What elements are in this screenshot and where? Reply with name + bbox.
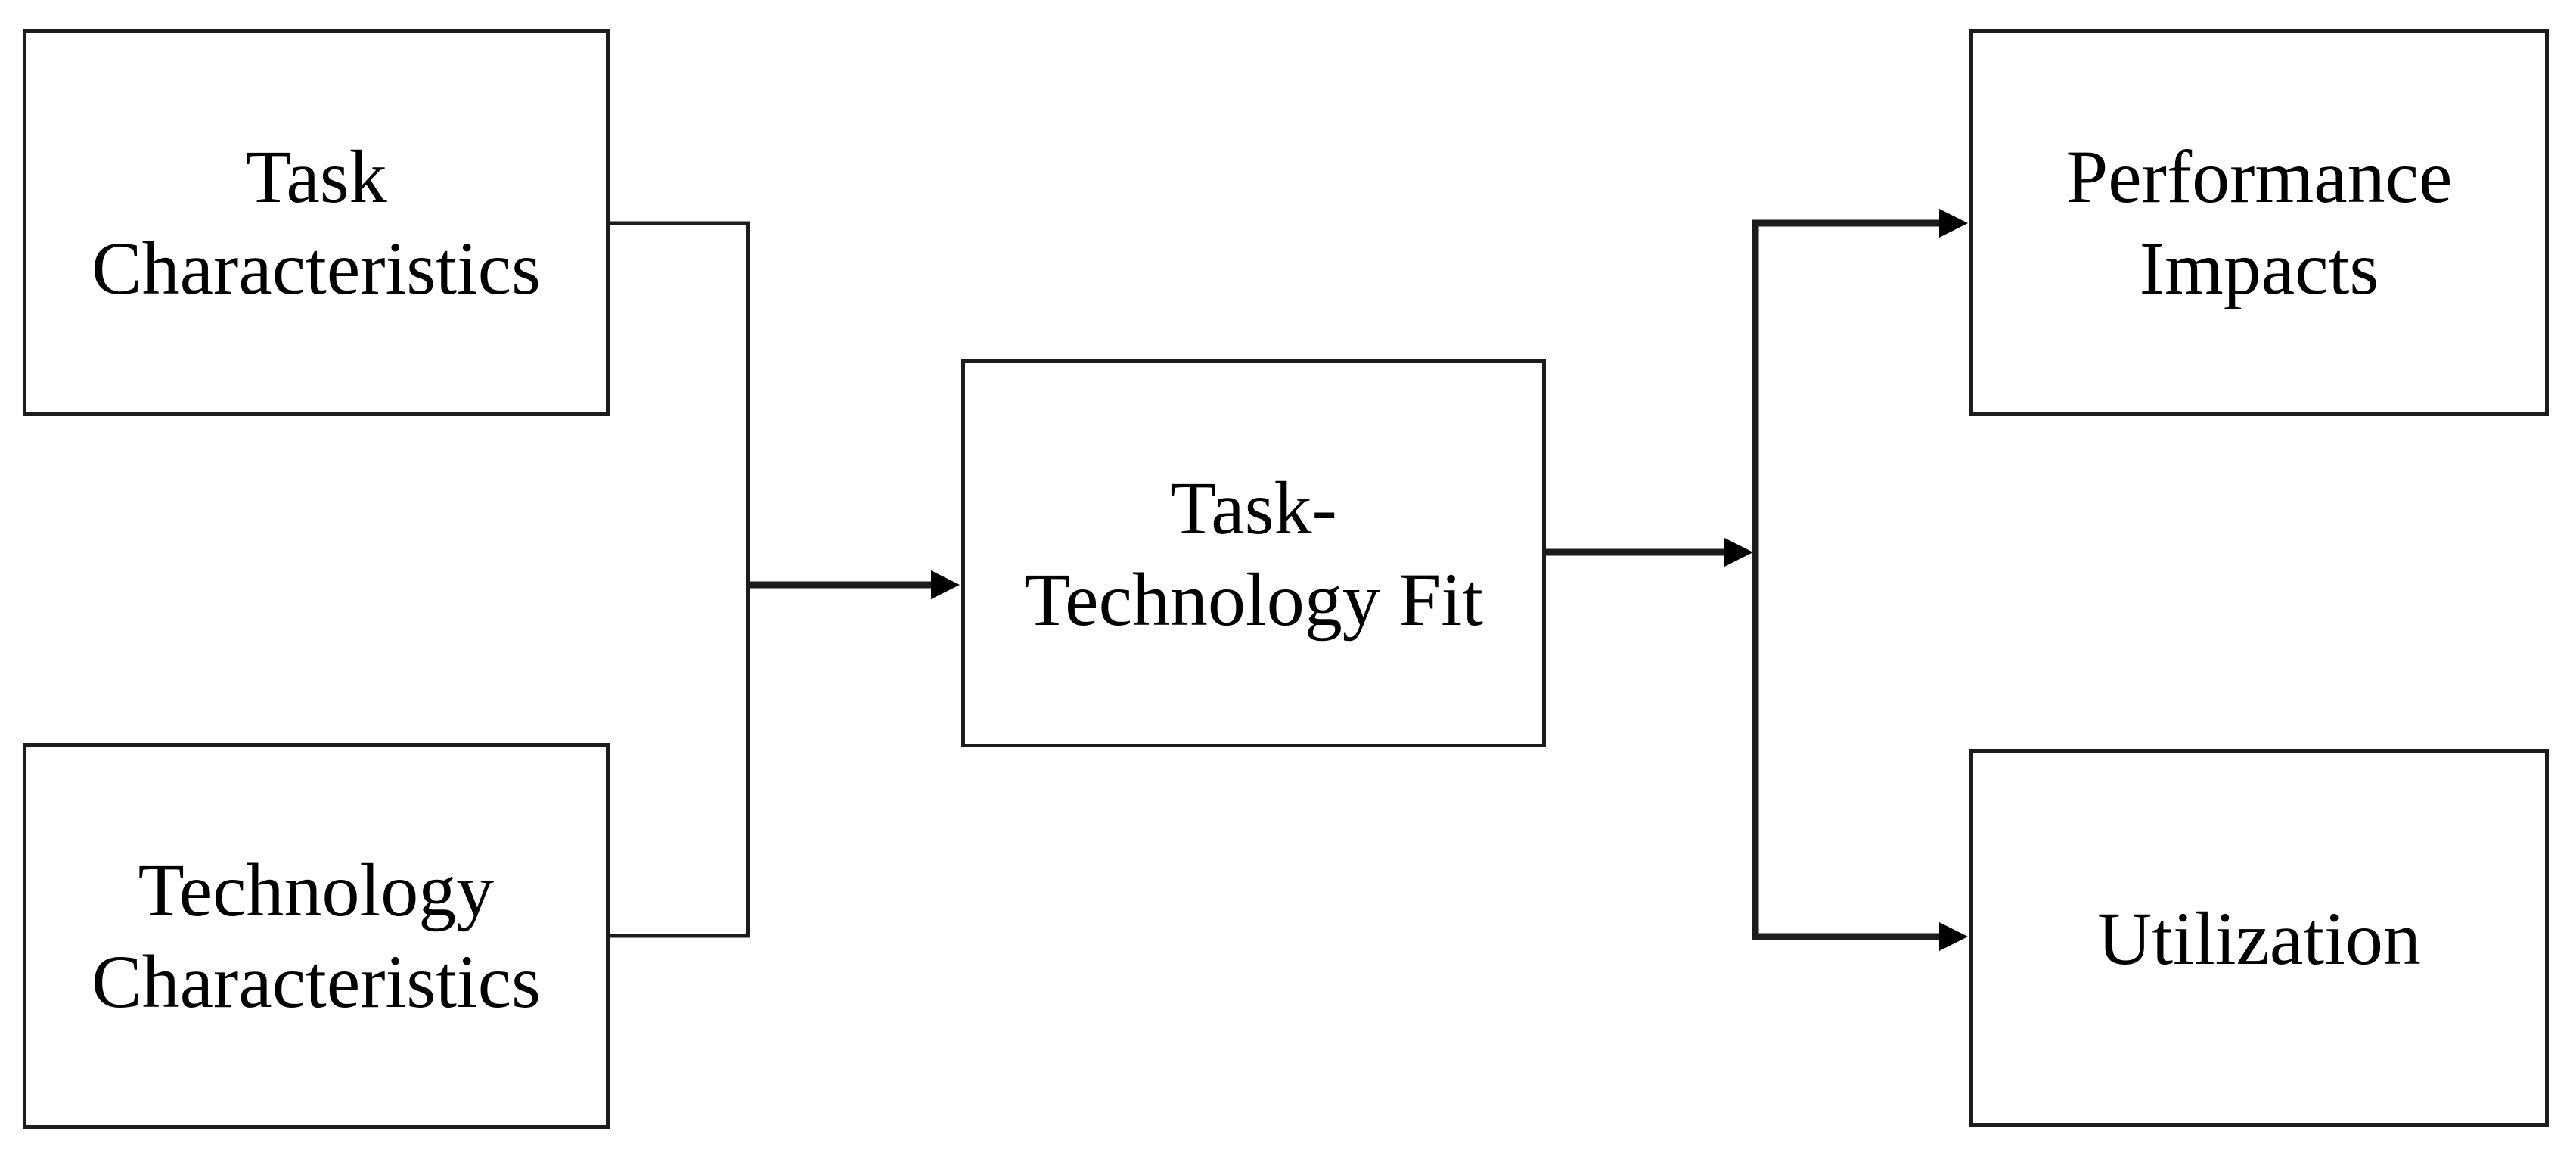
label-line: Characteristics (91, 226, 542, 310)
node-technology-characteristics-label: Technology Characteristics (92, 844, 541, 1027)
node-utilization-label: Utilization (2097, 893, 2421, 984)
edge-merge-to-fit-arrowhead (931, 570, 960, 599)
edge-rail-to-utilization-arrowhead (1939, 922, 1968, 951)
label-line: Technology Fit (1024, 557, 1483, 642)
node-task-technology-fit-label: Task- Technology Fit (1024, 462, 1483, 645)
label-line: Task- (1170, 465, 1337, 550)
node-task-technology-fit: Task- Technology Fit (961, 359, 1546, 747)
label-line: Impacts (2139, 226, 2379, 310)
label-line: Task (245, 135, 387, 219)
node-technology-characteristics: Technology Characteristics (23, 743, 610, 1129)
node-utilization: Utilization (1969, 749, 2549, 1127)
node-performance-impacts-label: Performance Impacts (2066, 131, 2453, 314)
node-performance-impacts: Performance Impacts (1969, 29, 2549, 416)
edge-rail-to-performance-arrowhead (1939, 209, 1968, 238)
label-line: Technology (138, 848, 495, 932)
label-line: Utilization (2097, 896, 2421, 980)
node-task-characteristics-label: Task Characteristics (92, 131, 541, 314)
edge-characteristics-merge-elbow (607, 221, 750, 938)
edge-fit-to-rail-arrowhead (1724, 538, 1753, 567)
node-task-characteristics: Task Characteristics (23, 29, 610, 416)
label-line: Performance (2065, 135, 2453, 219)
label-line: Characteristics (91, 940, 542, 1024)
